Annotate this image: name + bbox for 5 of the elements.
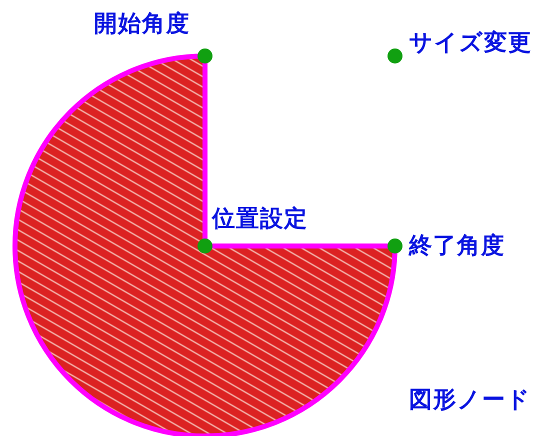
handle-label: 図形ノード [409,386,531,414]
handle-label: 終了角度 [409,232,505,260]
handle-label: 位置設定 [212,205,308,233]
handle-label: サイズ変更 [409,29,532,57]
handle-label: 開始角度 [94,10,190,38]
